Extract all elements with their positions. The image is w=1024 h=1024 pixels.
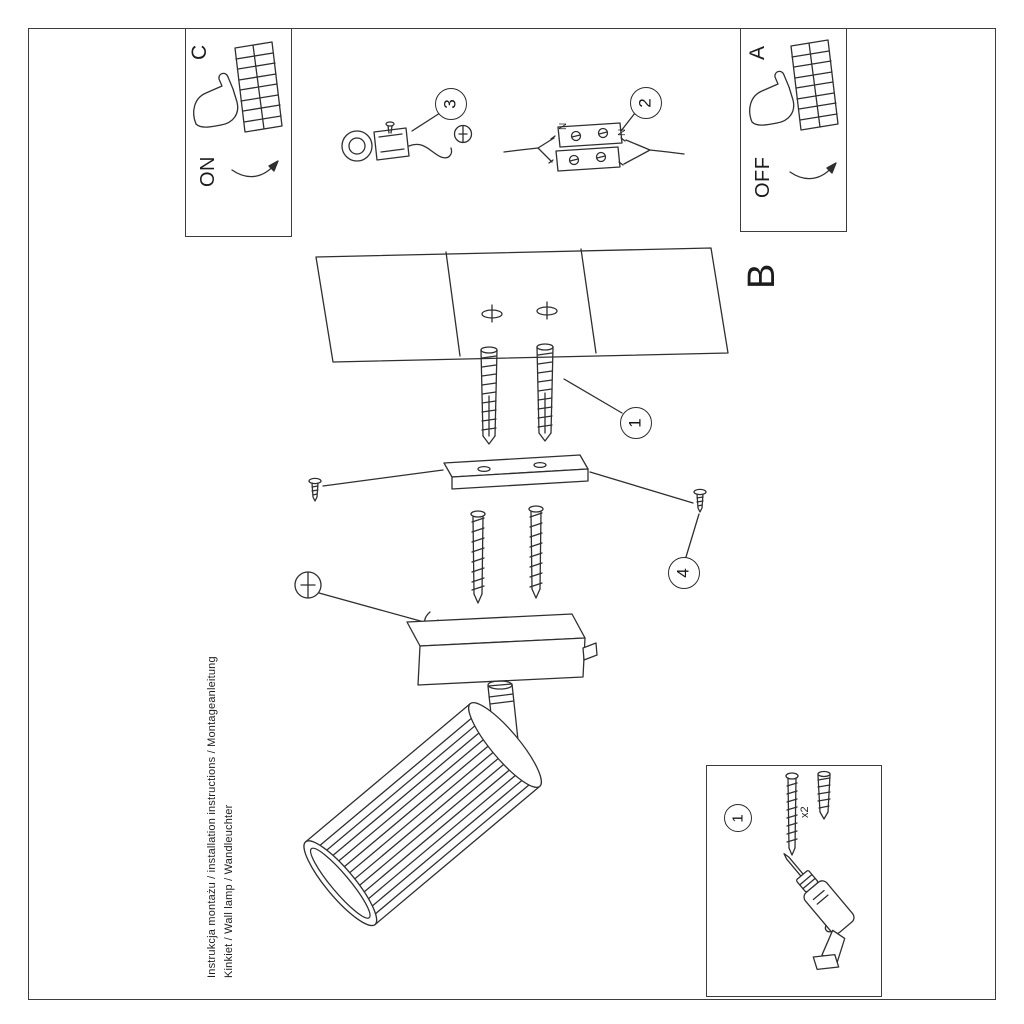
section-b-label: B (741, 263, 783, 289)
lamp-base-connector (583, 643, 597, 660)
parts-screw-illustration (786, 773, 798, 855)
mounting-screws-illustration (471, 506, 543, 603)
lamp-base-front (418, 638, 585, 685)
footer-product-text: Kinkiet / Wall lamp / Wandleuchter (223, 804, 235, 979)
on-arrowhead-icon (269, 161, 278, 171)
breaker-switch-on-illustration (193, 41, 283, 177)
breaker-switch-off-illustration (749, 39, 839, 179)
connector-n-label-right: N (617, 128, 628, 136)
step-3-badge: 3 (435, 88, 467, 120)
lamp-shade (295, 695, 551, 934)
parts-anchor-illustration (818, 772, 830, 820)
panel-a-box (740, 28, 847, 232)
drill-illustration (746, 845, 873, 979)
panel-c-box (185, 28, 292, 237)
off-arrowhead-icon (827, 163, 836, 173)
panel-c-state-label: ON (197, 156, 219, 187)
wall-panel-illustration (316, 248, 728, 362)
mounting-bracket-illustration (444, 455, 588, 489)
parts-detail-box (706, 765, 882, 997)
parts-quantity-label: x2 (799, 806, 811, 818)
wire-connector-illustration (504, 113, 684, 171)
page-border (28, 28, 996, 1000)
step-2-badge: 2 (630, 87, 662, 119)
screw-head-icon (455, 126, 472, 143)
step-4-badge: 4 (668, 557, 700, 589)
parts-box-step-badge: 1 (724, 804, 752, 832)
connector-n-label-left: N (558, 122, 569, 130)
side-screws-illustration (309, 470, 706, 557)
screw-detail-icon (295, 572, 439, 630)
footer-instructions-text: Instrukcja montażu / installation instru… (206, 656, 218, 978)
wall-anchor-illustration (481, 344, 622, 444)
panel-a-label: A (746, 45, 769, 60)
panel-a-state-label: OFF (752, 156, 774, 199)
lamp-illustration (295, 614, 597, 934)
step-1-badge: 1 (620, 407, 652, 439)
cable-clamp-illustration (342, 113, 472, 161)
panel-c-label: C (188, 44, 211, 60)
